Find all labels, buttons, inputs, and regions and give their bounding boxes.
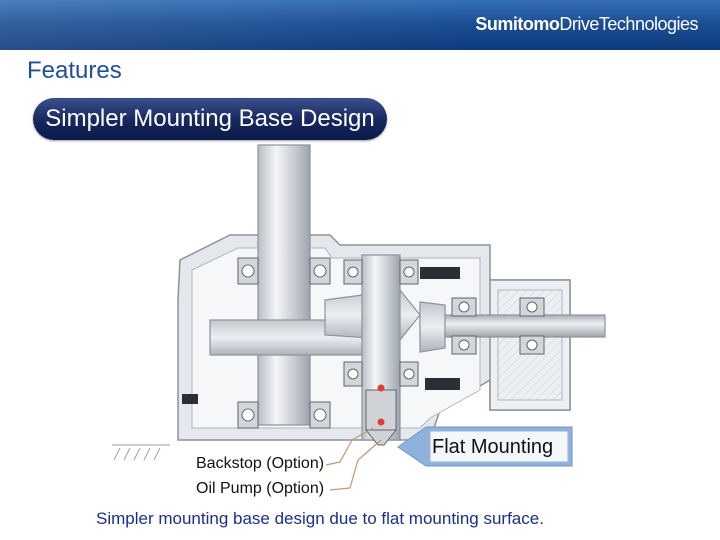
backstop-callout: Backstop (Option) (196, 455, 325, 472)
flat-mounting-label: Flat Mounting (432, 436, 554, 458)
brand-name-technologies: Technologies (598, 14, 699, 34)
header-sheen (0, 0, 470, 50)
seal-upper (420, 267, 460, 279)
slide-title: Features (27, 57, 122, 84)
bearing-input (451, 297, 545, 355)
output-shaft (257, 144, 311, 426)
feature-banner: Simpler Mounting Base Design (33, 98, 387, 140)
input-shaft (419, 314, 606, 338)
oil-pump-callout: Oil Pump (Option) (196, 480, 325, 497)
brand-logo: SumitomoDriveTechnologies (475, 14, 698, 35)
pinion (419, 301, 446, 353)
ground-hatch (112, 444, 170, 461)
bearing-output-bottom (237, 401, 331, 429)
bearing-output-top (237, 257, 331, 285)
backstop-leader (325, 427, 374, 466)
oil-pump-unit (364, 384, 398, 446)
bearing-intermediate-top (343, 259, 419, 285)
header-band: SumitomoDriveTechnologies (0, 0, 720, 50)
seal-lower (425, 378, 460, 390)
slide-caption: Simpler mounting base design due to flat… (96, 509, 544, 528)
brand-name-drive: Drive (559, 14, 599, 34)
gearbox-cross-section-diagram (112, 144, 606, 491)
brand-name-sumitomo: Sumitomo (475, 14, 560, 34)
bearing-intermediate-bottom (343, 361, 419, 387)
oil-pump-leader (329, 439, 382, 491)
drain-plug (182, 394, 198, 404)
